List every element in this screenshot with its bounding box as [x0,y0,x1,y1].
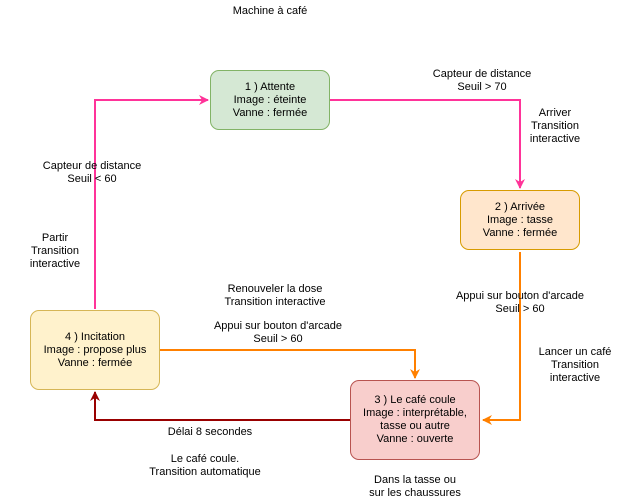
edge-incitation-to-cafe [160,349,420,379]
label-partir-line1: Partir [41,232,69,244]
diagram-title: Machine à café [232,5,308,17]
label-arriver-line1: Arriver [538,107,572,119]
label-appui-left-line1: Appui sur bouton d'arcade [213,320,343,332]
state-incitation: 4 ) Incitation Image : propose plus Vann… [30,310,160,390]
label-delai: Délai 8 secondes [155,426,265,439]
label-lancer-line1: Lancer un café [538,346,612,358]
label-partir: Partir Transition interactive [20,232,90,271]
label-arriver-line3: interactive [529,133,581,145]
label-capteur-60: Capteur de distance Seuil < 60 [32,160,152,186]
state-cafe-coule: 3 ) Le café coule Image : interprétable,… [350,380,480,460]
label-capteur-70-line1: Capteur de distance [432,68,532,80]
state-arrivee: 2 ) Arrivée Image : tasse Vanne : fermée [460,190,580,250]
label-delai-line1: Délai 8 secondes [167,426,253,438]
state-cafe-image: Image : interprétable, [363,407,467,419]
edge-incitation-to-attente [94,95,209,309]
label-arriver: Arriver Transition interactive [520,107,590,146]
state-arrivee-vanne: Vanne : fermée [482,226,558,239]
state-cafe-image-cont: tasse ou autre [380,420,450,432]
label-appui-right-line2: Seuil > 60 [495,303,545,315]
label-coule-auto-line2: Transition automatique [149,466,261,478]
label-capteur-70: Capteur de distance Seuil > 70 [422,68,542,94]
label-capteur-60-line2: Seuil < 60 [67,173,117,185]
label-lancer-line2: Transition [551,359,599,371]
label-lancer: Lancer un café Transition interactive [525,346,625,385]
label-appui-left-line2: Seuil > 60 [253,333,303,345]
state-attente-title: 1 ) Attente [244,80,296,93]
edge-attente-to-arrivee [330,99,525,189]
state-attente-image: Image : éteinte [233,93,307,106]
label-renouveler: Renouveler la dose Transition interactiv… [205,283,345,309]
state-arrivee-title: 2 ) Arrivée [494,200,546,213]
state-attente-vanne: Vanne : fermée [232,106,308,119]
label-tasse-line1: Dans la tasse ou [374,474,456,486]
label-renouveler-line2: Transition interactive [224,296,326,308]
label-lancer-line3: interactive [549,372,601,384]
label-appui-right: Appui sur bouton d'arcade Seuil > 60 [440,290,600,316]
state-arrivee-image: Image : tasse [486,213,554,226]
state-cafe-vanne: Vanne : ouverte [376,433,454,445]
label-appui-left: Appui sur bouton d'arcade Seuil > 60 [198,320,358,346]
label-partir-line2: Transition [31,245,79,257]
state-attente: 1 ) Attente Image : éteinte Vanne : ferm… [210,70,330,130]
label-appui-right-line1: Appui sur bouton d'arcade [455,290,585,302]
label-capteur-60-line1: Capteur de distance [42,160,142,172]
state-incitation-image: Image : propose plus [43,343,147,356]
label-capteur-70-line2: Seuil > 70 [457,81,507,93]
state-incitation-vanne: Vanne : fermée [57,356,133,369]
state-incitation-title: 4 ) Incitation [65,330,125,343]
label-coule-auto: Le café coule. Transition automatique [130,453,280,479]
label-arriver-line2: Transition [531,120,579,132]
edge-cafe-to-incitation [90,391,350,421]
label-tasse-line2: sur les chaussures [369,487,461,499]
label-tasse: Dans la tasse ou sur les chaussures [355,474,475,500]
state-cafe-title: 3 ) Le café coule [374,394,456,406]
edge-arrivee-to-cafe [482,252,521,425]
label-renouveler-line1: Renouveler la dose [227,283,323,295]
label-partir-line3: interactive [29,258,81,270]
label-coule-auto-line1: Le café coule. [170,453,240,465]
